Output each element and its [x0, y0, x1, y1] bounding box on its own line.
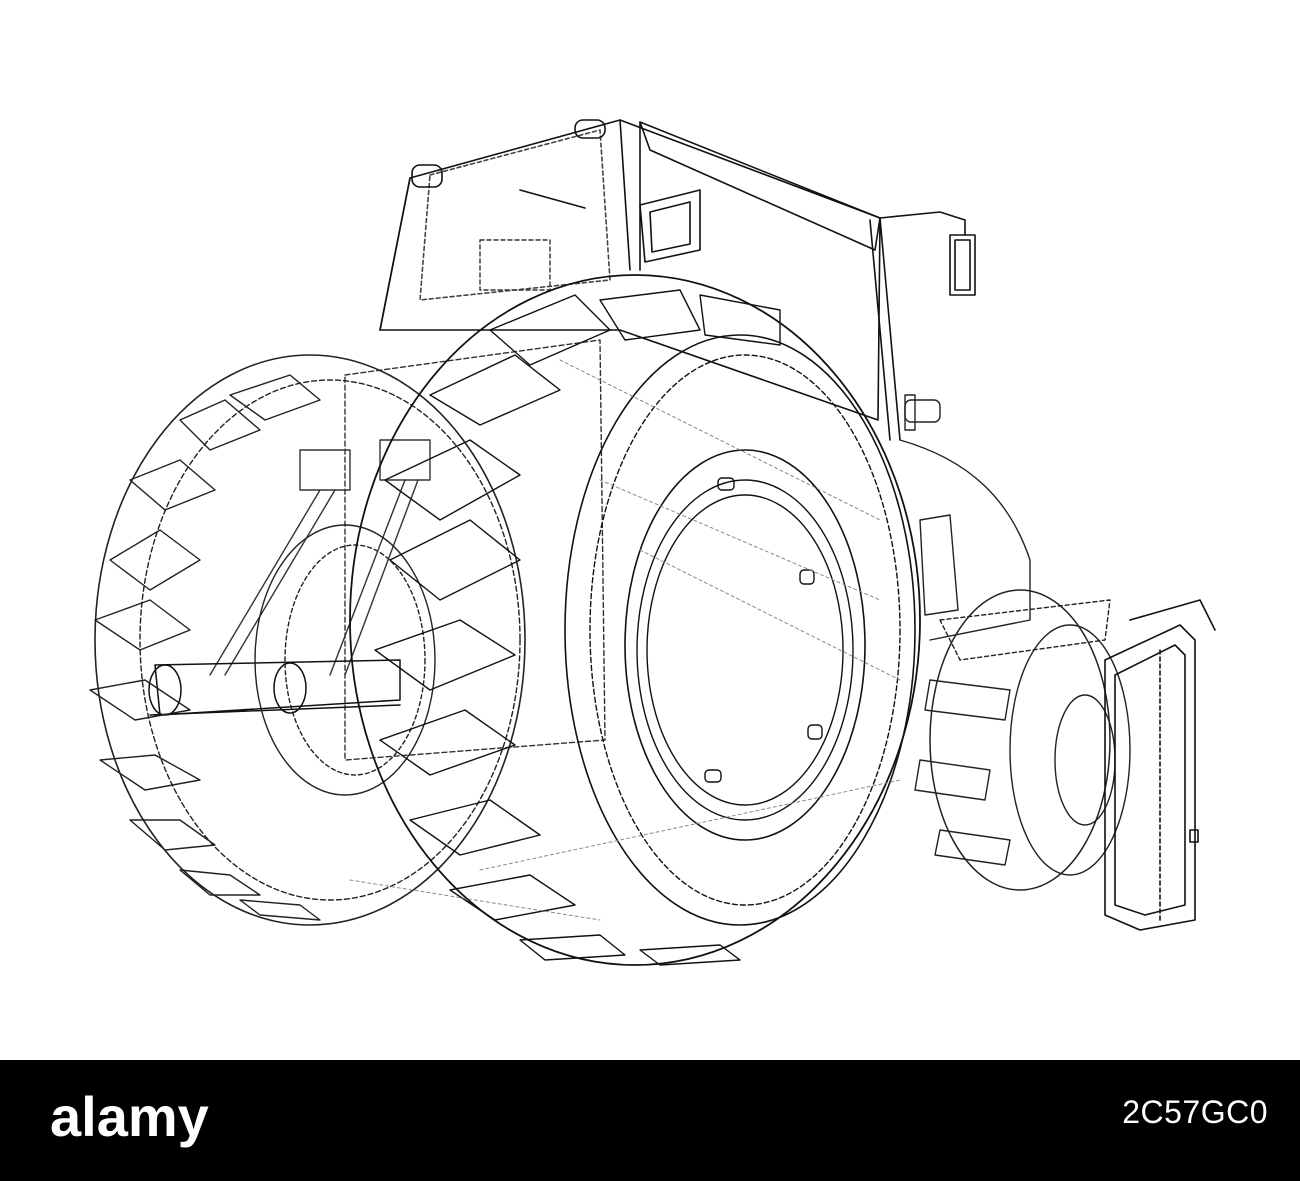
- svg-text:alamy: alamy: [50, 1085, 209, 1148]
- front-weight: [1104, 599, 1216, 931]
- left-rear-wheel: [89, 354, 526, 926]
- image-id-label: 2C57GC0: [1122, 1094, 1268, 1130]
- right-rear-wheel: [349, 274, 921, 966]
- tractor-wireframe-illustration: [89, 119, 1216, 966]
- alamy-logo-icon: alamy: [50, 1085, 209, 1148]
- watermark-bar: alamy 2C57GC0: [0, 1060, 1300, 1181]
- alamy-logo: alamy: [50, 1084, 220, 1158]
- construction-lines: [349, 359, 901, 921]
- cab-frame: [379, 119, 976, 441]
- rear-body: [209, 239, 606, 761]
- front-wheel: [914, 589, 1131, 891]
- side-body: [899, 394, 1031, 641]
- drawbar: [148, 659, 401, 716]
